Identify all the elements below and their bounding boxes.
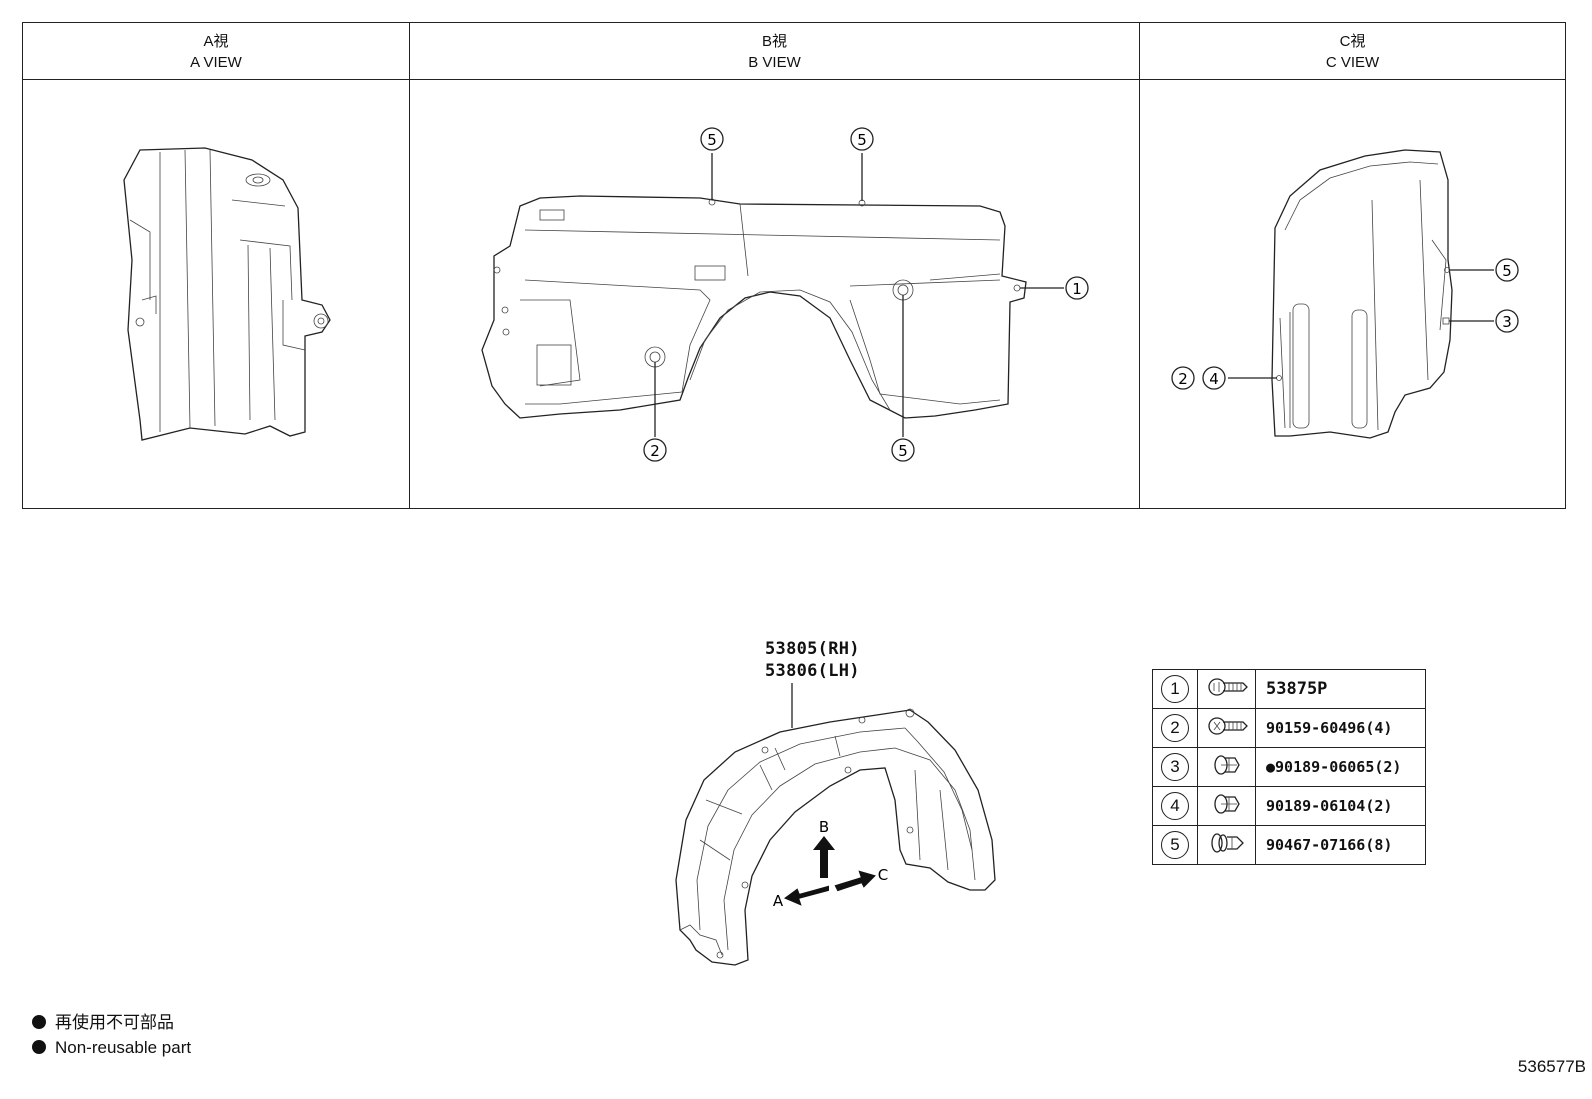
view-b-title-en: B VIEW <box>748 54 801 71</box>
view-b-panel: B視 B VIEW <box>410 23 1140 508</box>
views-frame: A視 A VIEW B視 B VIEW C視 C VIEW <box>22 22 1566 509</box>
c-callout-upper: 5 <box>1502 262 1512 280</box>
view-b-title-jp: B視 <box>761 33 787 50</box>
parts-row-2: 2 90159-60496(4) <box>1152 708 1426 748</box>
b-callout-bottom-right: 5 <box>898 442 908 460</box>
view-a-title-en: A VIEW <box>190 54 242 71</box>
parts-row-num: 2 <box>1152 708 1198 748</box>
c-callout-left-a: 2 <box>1178 370 1188 388</box>
push-clip-icon <box>1197 825 1256 865</box>
legend-line-en: Non-reusable part <box>32 1035 191 1060</box>
parts-row-part: 90467-07166(8) <box>1255 825 1426 865</box>
clip-screw-icon <box>1197 669 1256 709</box>
legend: 再使用不可部品 Non-reusable part <box>32 1010 191 1060</box>
parts-row-1: 1 53875P <box>1152 669 1426 709</box>
view-a-title-jp: A視 <box>203 33 229 50</box>
parts-row-num: 4 <box>1152 786 1198 826</box>
b-callout-top-left: 5 <box>707 131 717 149</box>
c-callout-left-b: 4 <box>1209 370 1219 388</box>
parts-row-part: 90189-06104(2) <box>1255 786 1426 826</box>
document-id: 536577B <box>1517 1057 1586 1076</box>
parts-row-num: 1 <box>1152 669 1198 709</box>
clip-icon <box>1197 747 1256 787</box>
parts-row-part: 90159-60496(4) <box>1255 708 1426 748</box>
arrow-label-c: C <box>878 866 888 884</box>
part-label-lh: 53806(LH) <box>765 661 860 681</box>
view-c-title-en: C VIEW <box>1325 54 1380 71</box>
view-a-header: A視 A VIEW <box>23 23 409 80</box>
parts-row-4: 4 90189-06104(2) <box>1152 786 1426 826</box>
b-callout-right: 1 <box>1072 280 1082 298</box>
parts-row-part: ●90189-06065(2) <box>1255 747 1426 787</box>
part-label-rh: 53805(RH) <box>765 639 860 659</box>
c-callout-middle: 3 <box>1502 313 1512 331</box>
view-c-header: C視 C VIEW <box>1140 23 1565 80</box>
view-c-panel: C視 C VIEW <box>1140 23 1565 508</box>
legend-line-jp: 再使用不可部品 <box>32 1010 191 1035</box>
bullet-icon <box>32 1040 46 1054</box>
screw-icon <box>1197 708 1256 748</box>
arrow-label-a: A <box>773 892 784 910</box>
view-b-header: B視 B VIEW <box>410 23 1139 80</box>
b-callout-bottom-left: 2 <box>650 442 660 460</box>
parts-row-3: 3 ●90189-06065(2) <box>1152 747 1426 787</box>
view-a-panel: A視 A VIEW <box>23 23 410 508</box>
view-c-title-jp: C視 <box>1339 33 1366 50</box>
parts-row-part: 53875P <box>1255 669 1426 709</box>
b-callout-top-right: 5 <box>857 131 867 149</box>
clip-icon <box>1197 786 1256 826</box>
parts-row-num: 5 <box>1152 825 1198 865</box>
arrow-label-b: B <box>819 818 829 836</box>
bullet-icon <box>32 1015 46 1029</box>
parts-row-5: 5 90467-07166(8) <box>1152 825 1426 865</box>
parts-row-num: 3 <box>1152 747 1198 787</box>
parts-table: 1 53875P 2 90159-60496(4) 3 ●90189-06065… <box>1152 669 1426 865</box>
